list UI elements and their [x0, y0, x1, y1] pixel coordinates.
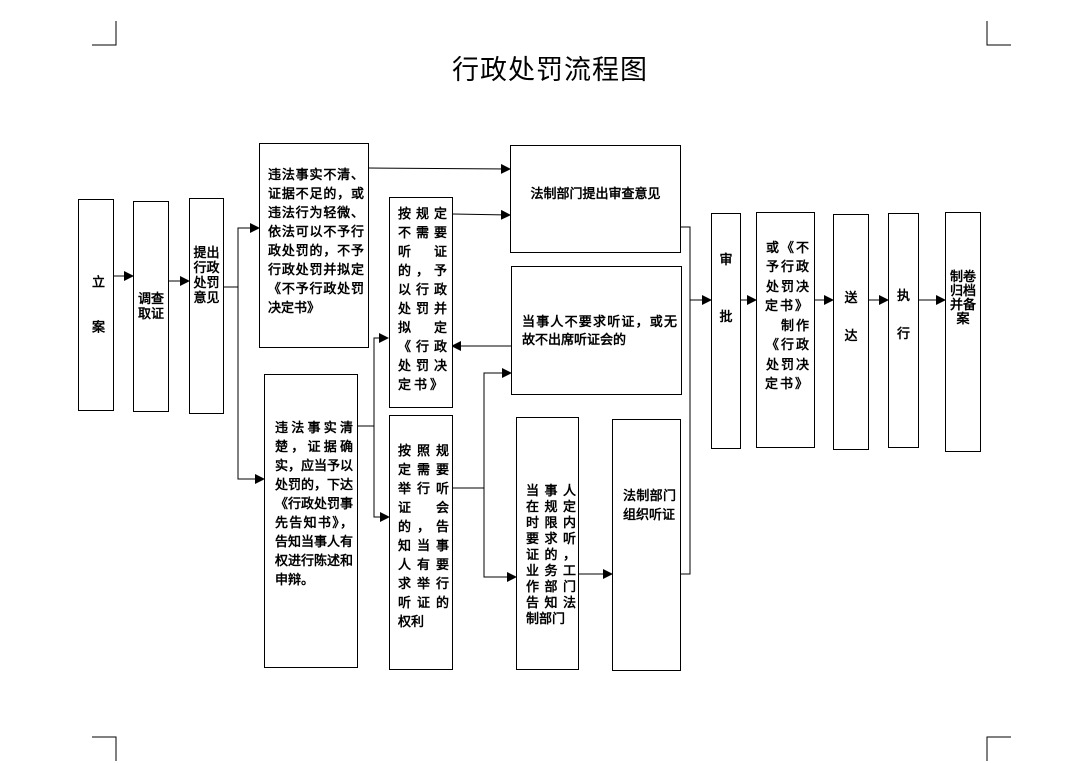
node-dang-shi-ren-yao-qiu-label: 当事人在规定时限内要求听证的，业务工作部门告知法制部门 [526, 484, 576, 627]
node-wei-fa-bu-qing-label: 违法事实不清、证据不足的，或违法行为轻微、依法可以不予行政处罚的，不予行政处罚并… [268, 168, 364, 316]
crop-mark-top-right [986, 21, 1011, 46]
node-dang-shi-ren-bu-yao-qiu: 当事人不要求听证，或无故不出席听证会的 [511, 266, 682, 395]
crop-mark-bottom-left [92, 736, 117, 761]
node-an-gui-ding-xu-yao: 按照规定需要举行听证会的，告知当事人有要求举行听证的权利 [389, 415, 453, 670]
line-zuzhi-to-right [680, 226, 691, 575]
node-wei-fa-bu-qing: 违法事实不清、证据不足的，或违法行为轻微、依法可以不予行政处罚的，不予行政处罚并… [259, 143, 369, 348]
node-dang-shi-ren-yao-qiu: 当事人在规定时限内要求听证的，业务工作部门告知法制部门 [516, 417, 579, 670]
node-fa-zhi-zu-zhi: 法制部门组织听证 [612, 419, 681, 671]
arrow-qingchu-to-buxu [357, 333, 389, 427]
node-gui-dang-label: 制卷 归档 并备 案 [949, 270, 976, 327]
arrow-xuyao-to-buyaoqiu [452, 368, 512, 489]
node-gui-dang: 制卷 归档 并备 案 [945, 212, 981, 452]
arrow-tichu-to-buqing [223, 223, 260, 288]
node-jue-ding-shu: 或《不予行政处罚决定书》 制作《行政处罚决定书》 [756, 212, 815, 448]
node-zhi-xing: 执 行 [888, 213, 919, 448]
node-fa-zhi-shen-cha: 法制部门提出审查意见 [510, 145, 681, 253]
node-fa-zhi-shen-cha-label: 法制部门提出审查意见 [530, 187, 661, 202]
node-li-an: 立 案 [78, 199, 114, 411]
node-shen-pi-label: 审 批 [719, 253, 733, 325]
node-zhi-xing-label: 执 行 [896, 289, 910, 342]
node-song-da-label: 送 达 [844, 290, 858, 344]
node-jue-ding-shu-label: 或《不予行政处罚决定书》 制作《行政处罚决定书》 [765, 240, 811, 393]
node-dang-shi-ren-bu-yao-qiu-label: 当事人不要求听证，或无故不出席听证会的 [522, 315, 677, 348]
node-diao-cha: 调查 取证 [133, 201, 169, 412]
node-an-gui-ding-xu-yao-label: 按照规定需要举行听证会的，告知当事人有要求举行听证的权利 [398, 444, 449, 630]
node-shen-pi: 审 批 [711, 213, 741, 449]
arrow-qingchu-to-xuyao [373, 426, 390, 522]
node-an-gui-ding-bu-xu: 按规定不需要听证的，予以行政处罚并拟定《行政处罚决定书》 [389, 197, 453, 408]
arrow-xuyao-to-yaoqiu [483, 488, 517, 582]
arrow-buqing-to-shencha [367, 163, 511, 174]
arrow-tichu-to-qingchu [237, 287, 265, 484]
node-wei-fa-qing-chu: 违法事实清楚，证据确实，应当予以处罚的，下达《行政处罚事先告知书》，告知当事人有… [264, 374, 358, 668]
node-diao-cha-label: 调查 取证 [137, 291, 164, 322]
crop-mark-bottom-right [986, 736, 1011, 761]
node-fa-zhi-zu-zhi-label: 法制部门组织听证 [623, 489, 676, 523]
page-title: 行政处罚流程图 [452, 55, 648, 86]
node-song-da: 送 达 [833, 214, 869, 450]
arrow-buxu-to-shencha [452, 209, 511, 220]
crop-mark-top-left [92, 21, 117, 46]
node-ti-chu: 提出 行政 处罚 意见 [189, 198, 224, 414]
node-li-an-label: 立 案 [89, 275, 104, 335]
node-wei-fa-qing-chu-label: 违法事实清楚，证据确实，应当予以处罚的，下达《行政处罚事先告知书》，告知当事人有… [275, 421, 354, 588]
node-an-gui-ding-bu-xu-label: 按规定不需要听证的，予以行政处罚并拟定《行政处罚决定书》 [398, 207, 450, 393]
node-ti-chu-label: 提出 行政 处罚 意见 [193, 246, 220, 306]
